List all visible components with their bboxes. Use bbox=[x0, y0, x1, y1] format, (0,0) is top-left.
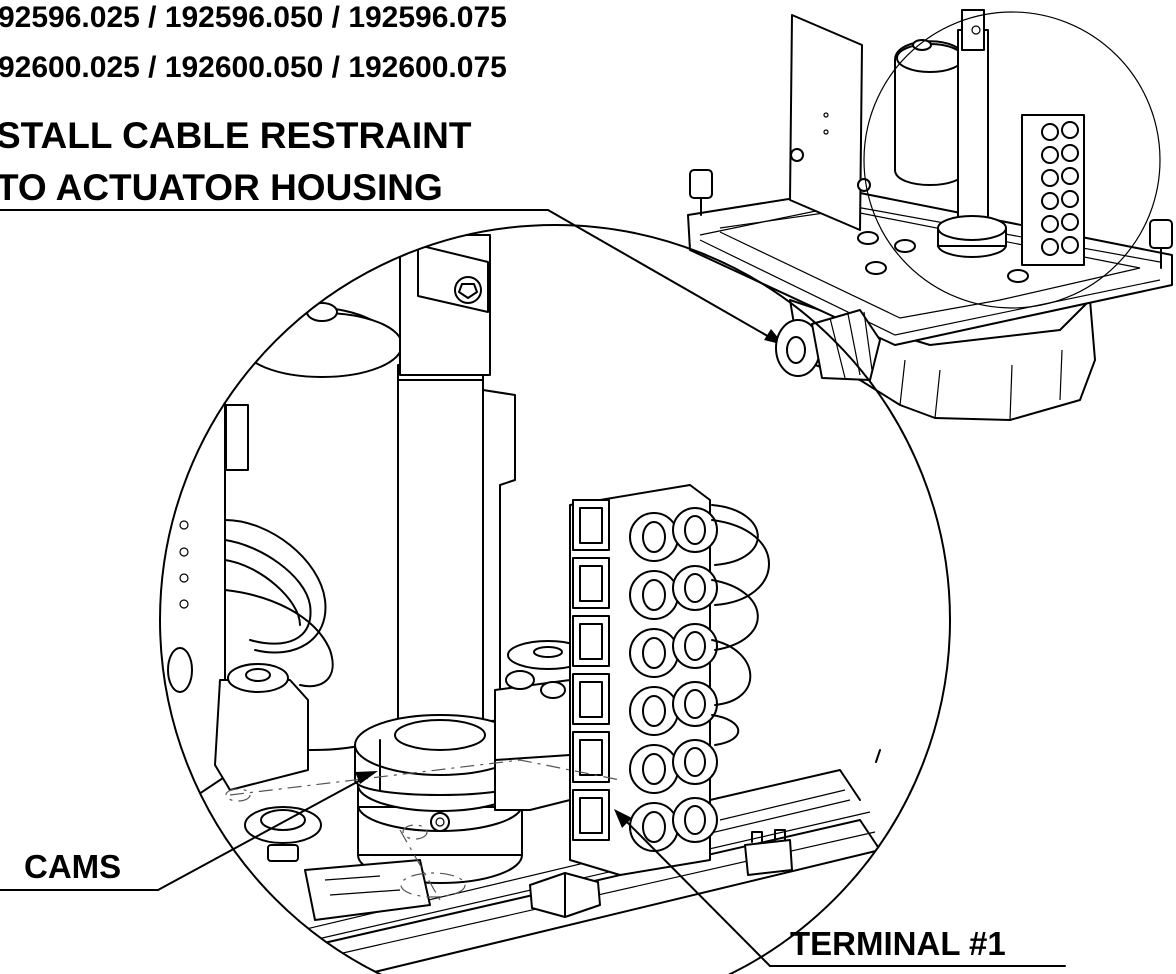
cable-restraint-label-line-2: TO ACTUATOR HOUSING bbox=[0, 167, 443, 208]
terminal-1-leader bbox=[614, 809, 771, 967]
cam-stack bbox=[354, 714, 526, 884]
actuator-overview bbox=[687, 9, 1173, 421]
terminal-1-label: TERMINAL #1 bbox=[790, 925, 1006, 962]
detail-view bbox=[160, 234, 881, 974]
cams-label: CAMS bbox=[24, 848, 121, 885]
terminal-row bbox=[572, 499, 718, 562]
detail-circle-marker bbox=[863, 11, 1161, 309]
cams-leader bbox=[157, 771, 378, 891]
detail-view-boundary bbox=[159, 224, 951, 974]
corner-bolt bbox=[689, 169, 713, 216]
part-numbers-line-1: 92596.025 / 192596.050 / 192596.075 bbox=[0, 1, 507, 34]
terminal-row bbox=[572, 557, 718, 620]
part-numbers-line-2: 92600.025 / 192600.050 / 192600.075 bbox=[0, 51, 507, 84]
terminal-row bbox=[572, 673, 718, 736]
cable-restraint-label-line-1: STALL CABLE RESTRAINT bbox=[0, 115, 472, 156]
terminal-row bbox=[572, 615, 718, 678]
mini-terminal-column bbox=[1041, 121, 1079, 256]
terminal-block bbox=[569, 484, 770, 876]
corner-bolt bbox=[1149, 219, 1173, 269]
terminal-row bbox=[572, 731, 718, 794]
terminal-row-1 bbox=[572, 789, 718, 852]
